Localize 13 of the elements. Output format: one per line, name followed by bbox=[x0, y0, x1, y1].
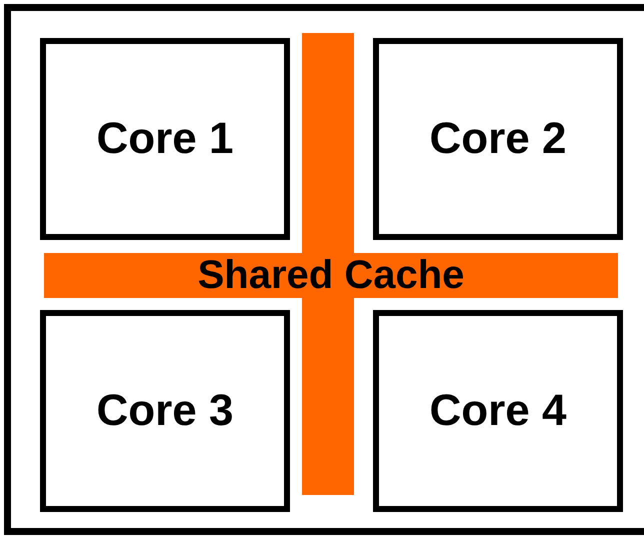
cache-bar bbox=[44, 253, 618, 298]
core-box bbox=[373, 38, 623, 240]
core-box bbox=[373, 310, 623, 512]
core-label: Core 3 bbox=[96, 386, 234, 436]
core-label: Core 1 bbox=[96, 114, 234, 164]
cache-bar bbox=[302, 33, 354, 253]
core-box bbox=[40, 38, 290, 240]
cache-label: Shared Cache bbox=[198, 253, 464, 298]
core-box bbox=[40, 310, 290, 512]
chip-outline bbox=[4, 4, 644, 535]
core-label: Core 2 bbox=[430, 114, 566, 164]
core-label: Core 4 bbox=[430, 386, 566, 436]
cache-bar bbox=[302, 298, 354, 495]
